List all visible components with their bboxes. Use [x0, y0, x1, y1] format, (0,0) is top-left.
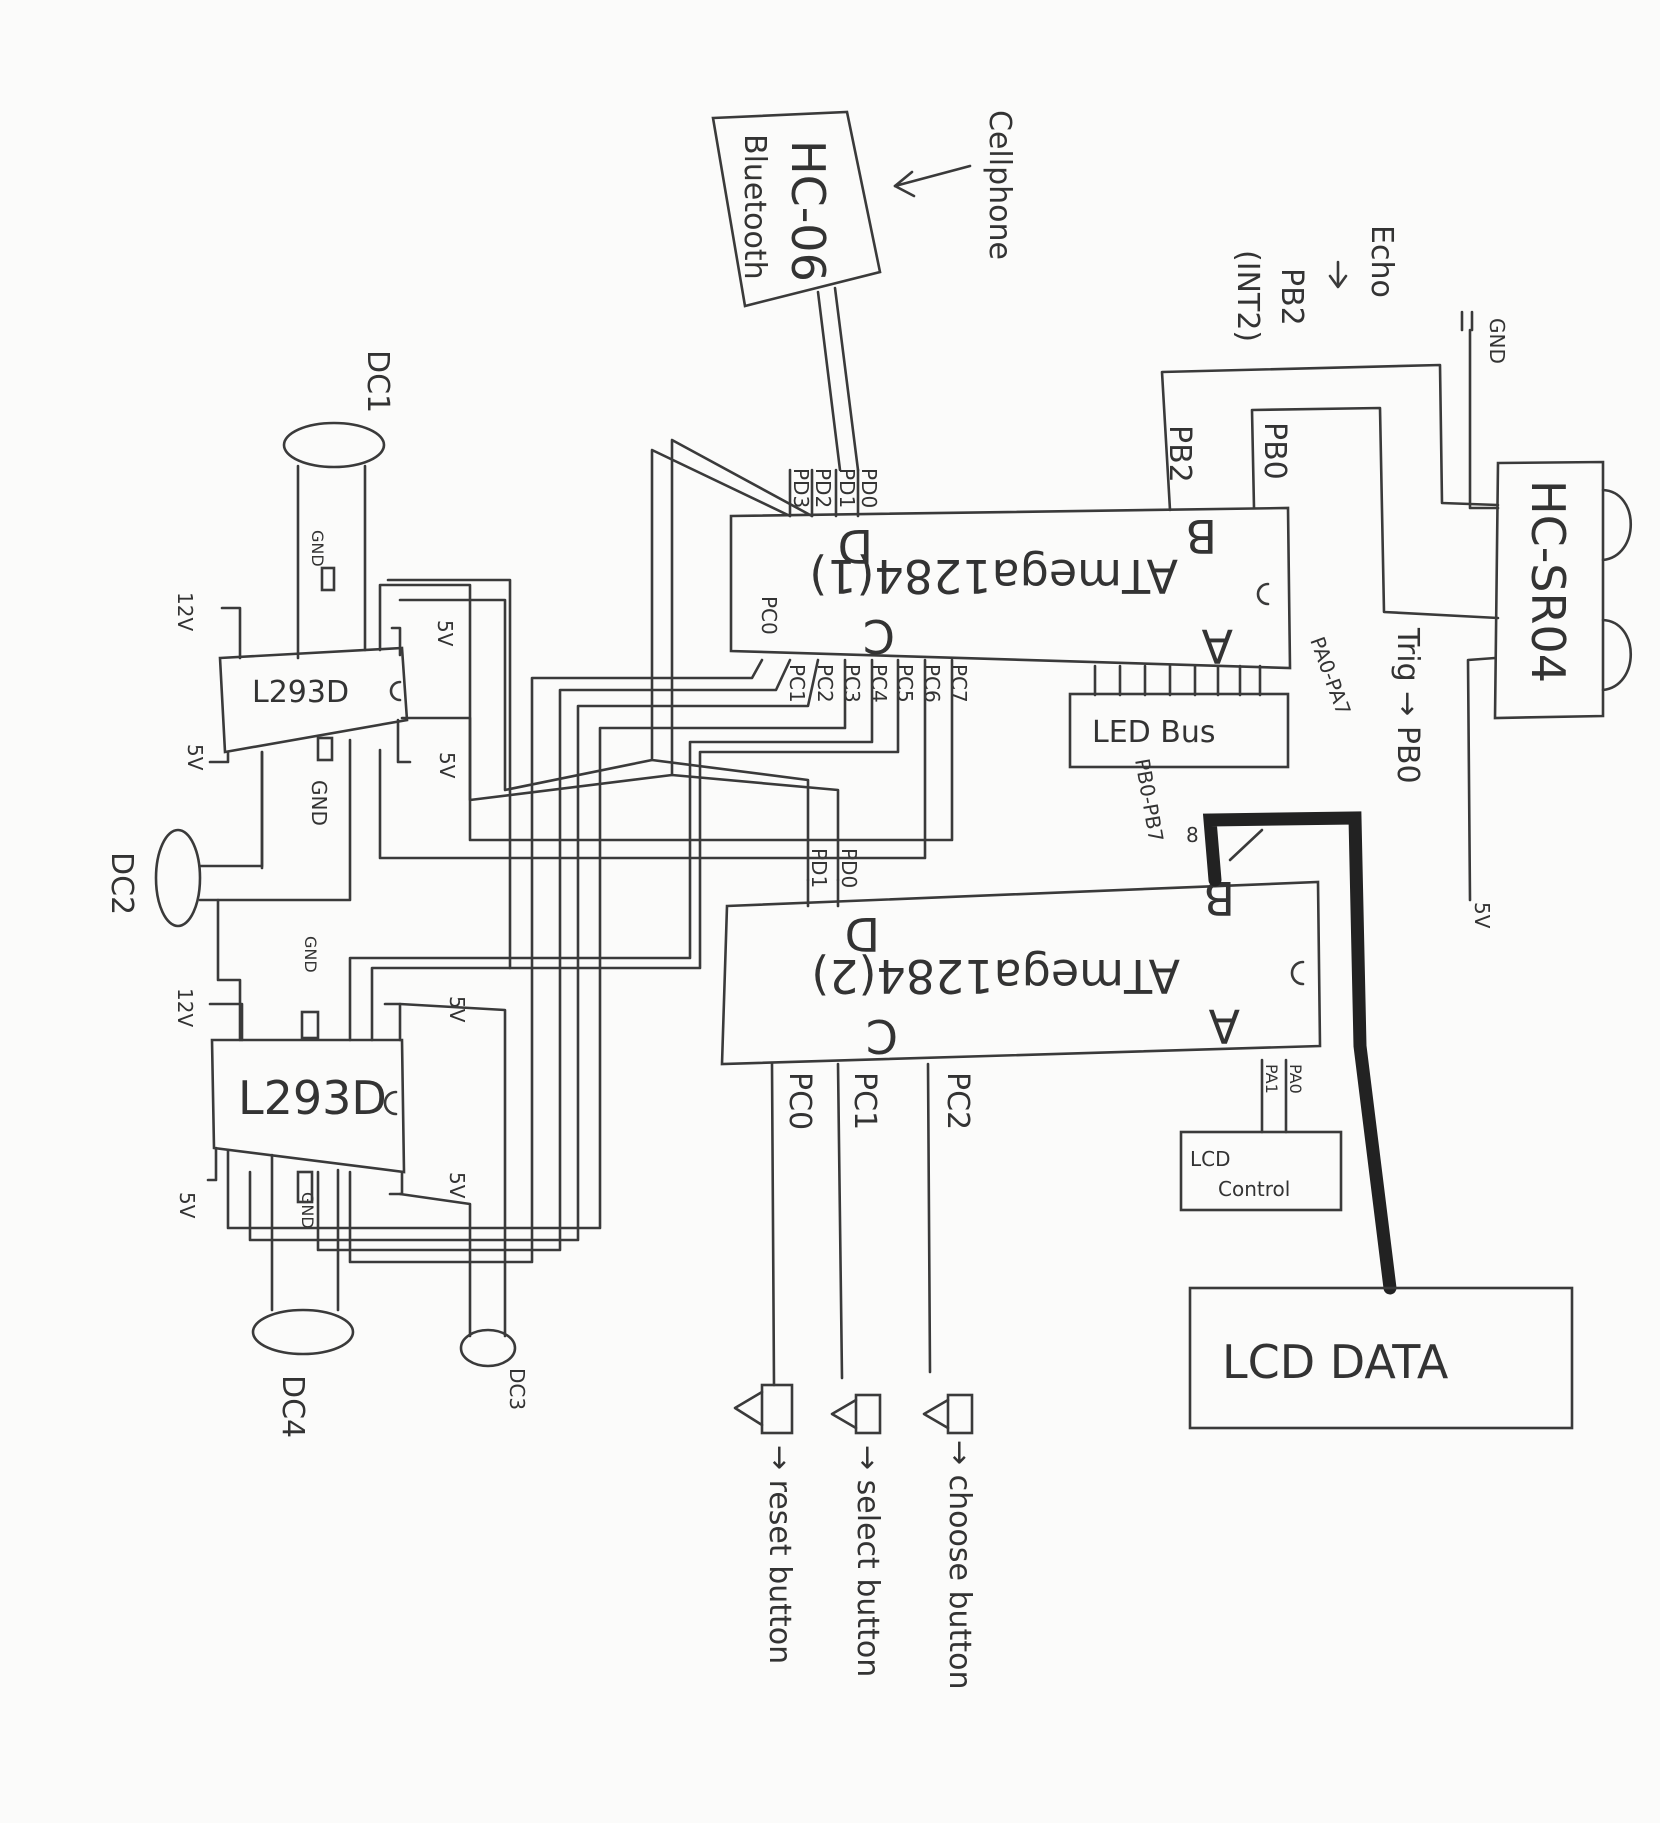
reset-button-icon[interactable] [760, 1383, 794, 1435]
mcu2-port-c: C [866, 1009, 898, 1063]
dc3-label: DC3 [505, 1368, 529, 1410]
mcu1-port-b: B [1185, 509, 1217, 563]
lcd-control-line2: Control [1218, 1177, 1290, 1201]
mcu2-pin-pa1: PA1 [1262, 1064, 1281, 1094]
mcu1-b-pins: PB2 PB0 [1160, 363, 1500, 620]
pin-pc7-mcu1: PC7 [947, 664, 971, 703]
motor-driver-2: L293D 12V 5V 5V 5V GND GND [173, 936, 469, 1229]
pin-pc3-mcu1: PC3 [840, 664, 864, 703]
sonar-name: HC-SR04 [1521, 480, 1575, 683]
mcu1-port-d: D [838, 519, 873, 573]
driver2-5v-a: 5V [175, 1192, 199, 1219]
mcu1-port-a: A [1201, 619, 1233, 673]
mcu2-pin-pc2: PC2 [940, 1072, 975, 1130]
pin-pd3: PD3 [789, 468, 813, 508]
bluetooth-name: HC-06 [781, 140, 835, 282]
sonar-trig: Trig → PB0 [1390, 627, 1425, 784]
motor-dc2: DC2 [104, 738, 352, 928]
pin-pc4-mcu1: PC4 [867, 664, 891, 703]
dc4-label: DC4 [275, 1375, 310, 1438]
mcu2-name: ATmega1284(2) [811, 949, 1180, 1003]
led-bus-label: LED Bus [1092, 715, 1216, 750]
button-choose[interactable]: → choose button [922, 1393, 977, 1689]
pin-pb0: PB0 [1257, 422, 1292, 480]
lcd-control-line1: LCD [1190, 1147, 1231, 1171]
mcu2-pin-pc1: PC1 [847, 1072, 882, 1130]
pin-pd2: PD2 [811, 468, 835, 508]
mcu2-pin-pd0: PD0 [837, 848, 861, 888]
led-bus-box: LED Bus [1068, 692, 1290, 769]
dc1-label: DC1 [360, 350, 395, 413]
driver1-5v-c: 5V [435, 752, 459, 779]
mcu2-pin-pc0: PC0 [782, 1072, 817, 1130]
driver1-gnd-bot: GND [307, 780, 331, 826]
mcu2-pin-pd1: PD1 [807, 848, 831, 888]
cellphone-link: Cellphone [893, 110, 1017, 260]
sonar-int2: (INT2) [1230, 250, 1265, 342]
mcu2-port-d: D [845, 907, 880, 961]
mcu1-name: ATmega1284(1) [809, 549, 1178, 603]
lcd-data-bus: 8 PB0-PB7 [1130, 757, 1397, 1295]
mcu2-bus-label: PB0-PB7 [1130, 757, 1168, 844]
bluetooth-wires [816, 286, 860, 472]
mcu2-pin-pa0: PA0 [1286, 1064, 1305, 1094]
mcu2-port-a: A [1208, 999, 1240, 1053]
driver1-12v: 12V [173, 592, 197, 631]
motor-driver-1: L293D 12V 5V 5V 5V GND GND [173, 530, 459, 826]
mcu2-chip: ATmega1284(2) D B A C PD1 PD0 [720, 848, 1322, 1066]
mcu1-pa-range: PA0-PA7 [1305, 634, 1355, 719]
lcd-data-label: LCD DATA [1222, 1335, 1449, 1389]
mcu1-port-c: C [863, 609, 895, 663]
pin-pc6-mcu1: PC6 [920, 664, 944, 703]
driver2-12v: 12V [173, 988, 197, 1027]
motor-dc3: DC3 [398, 1002, 529, 1410]
driver2-gnd-top: GND [301, 936, 320, 973]
mcu2-a-pins: PA1 PA0 [1260, 1058, 1305, 1134]
control-wiring [216, 578, 954, 1264]
lcd-data-box: LCD DATA [1188, 1286, 1574, 1430]
mcu2-bus-width: 8 [1186, 823, 1199, 847]
sonar-gnd: GND [1485, 318, 1509, 364]
pin-pd0: PD0 [857, 468, 881, 508]
lcd-control-box: LCD Control [1179, 1130, 1343, 1212]
select-button-icon[interactable] [854, 1393, 882, 1435]
mcu1-chip: ATmega1284(1) D B A C [729, 506, 1292, 673]
choose-button-icon[interactable] [946, 1393, 974, 1435]
pin-pd1: PD1 [835, 468, 859, 508]
reset-button-label: → reset button [762, 1445, 797, 1664]
sonar-echo: Echo [1364, 225, 1399, 298]
driver1-name: L293D [252, 675, 349, 710]
mcu2-c-pins: PC0 PC1 PC2 [770, 1062, 975, 1387]
pin-pc1-mcu1: PC1 [785, 664, 809, 703]
sonar-5v: 5V [1470, 902, 1494, 929]
select-button-label: → select button [850, 1445, 885, 1677]
driver2-5v-c: 5V [445, 1172, 469, 1199]
motor-dc1: DC1 [282, 350, 395, 660]
driver2-5v-b: 5V [445, 996, 469, 1023]
motor-dc4: DC4 [251, 1153, 355, 1438]
pin-pc5-mcu1: PC5 [893, 664, 917, 703]
sonar-module: HC-SR04 GND 5V Echo PB2 (INT2) Trig → PB… [1230, 225, 1633, 929]
driver2-gnd-bot: GND [298, 1192, 317, 1229]
sonar-echo-pin: PB2 [1274, 268, 1309, 326]
bluetooth-module: HC-06 Bluetooth [711, 110, 882, 308]
bluetooth-sub: Bluetooth [737, 134, 772, 280]
button-reset[interactable]: → reset button [733, 1383, 797, 1664]
driver1-5v-a: 5V [183, 744, 207, 771]
dc2-label: DC2 [104, 852, 139, 915]
choose-button-label: → choose button [942, 1440, 977, 1689]
button-select[interactable]: → select button [830, 1393, 885, 1677]
mcu1-d-pins: PD0 PD1 PD2 PD3 [788, 468, 881, 518]
cellphone-label: Cellphone [982, 110, 1017, 260]
pin-pc0-mcu1: PC0 [757, 596, 781, 635]
driver1-gnd-top: GND [308, 530, 327, 567]
driver2-name: L293D [238, 1071, 387, 1125]
driver1-5v-b: 5V [433, 620, 457, 647]
